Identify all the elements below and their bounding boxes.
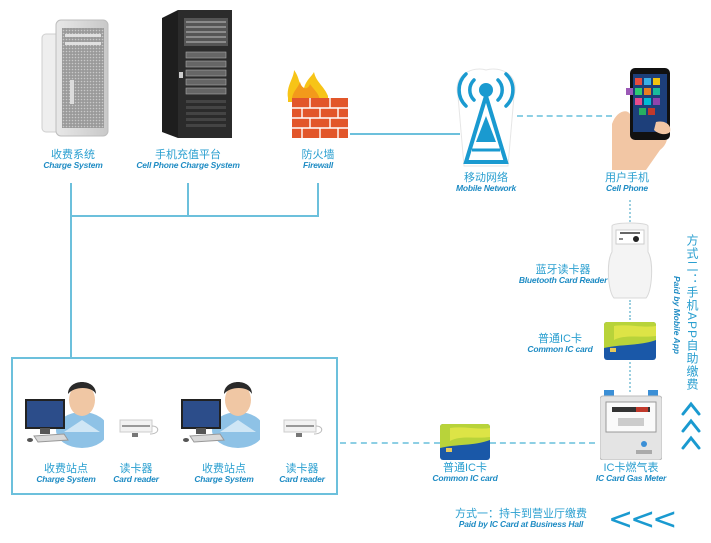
label-ic-card-bottom: 普通IC卡 Common IC card (420, 462, 510, 483)
connector-backbone (70, 215, 319, 217)
connector-phone-reader (629, 200, 631, 222)
label-cn: 读卡器 (119, 463, 153, 475)
label-cn: 用户手机 (605, 172, 649, 184)
label-en: Cell Phone Charge System (136, 160, 240, 171)
label-cn: 普通IC卡 (443, 462, 487, 474)
label-cn: 蓝牙读卡器 (535, 264, 591, 276)
label-ic-card-right: 普通IC卡 Common IC card (520, 333, 600, 354)
method-one-label: 方式一：持卡到营业厅缴费 Paid by IC Card at Business… (446, 508, 596, 529)
label-en: Charge System (194, 474, 254, 485)
firewall-icon (284, 68, 350, 140)
label-cn: 防火墙 (301, 149, 335, 161)
method-one-cn: 方式一：持卡到营业厅缴费 (455, 508, 587, 520)
label-en: Mobile Network (455, 183, 516, 194)
label-en: IC Card Gas Meter (595, 473, 667, 484)
label-cn: 手机充值平台 (155, 149, 221, 161)
business-hall-box (11, 357, 338, 495)
label-reader-2: 读卡器 Card reader (272, 463, 332, 484)
card-reader-icon (282, 416, 326, 440)
chevrons-up-icon (680, 400, 702, 461)
label-cn: IC卡燃气表 (603, 462, 659, 474)
smartphone-icon (606, 64, 676, 170)
label-cn: 收费站点 (202, 463, 246, 475)
bluetooth-reader-icon (606, 222, 654, 300)
label-en: Cell Phone (606, 183, 648, 194)
label-en: Common IC card (527, 344, 593, 355)
operator-workstation-icon (180, 370, 264, 448)
connector-card-meter (629, 362, 631, 392)
operator-workstation-icon (24, 370, 108, 448)
method-two-en: Paid by Mobile App (672, 276, 682, 355)
connector-card-meter-h (490, 442, 595, 444)
connector-charge-system (70, 183, 72, 358)
server-rack-icon (158, 8, 234, 140)
label-mobile-network: 移动网络 Mobile Network (440, 172, 532, 193)
connector-network-phone (517, 115, 612, 117)
label-bluetooth-reader: 蓝牙读卡器 Bluetooth Card Reader (510, 264, 616, 285)
label-charge-system: 收费系统 Charge System (28, 149, 118, 170)
cell-tower-icon (448, 66, 524, 170)
label-gas-meter: IC卡燃气表 IC Card Gas Meter (586, 462, 676, 483)
label-cn: 普通IC卡 (538, 333, 582, 345)
label-phone-platform: 手机充值平台 Cell Phone Charge System (118, 149, 258, 170)
gas-meter-icon (599, 390, 663, 461)
label-en: Firewall (302, 160, 334, 171)
connector-firewall-network (350, 133, 460, 135)
label-cn: 收费系统 (51, 149, 95, 161)
label-en: Charge System (36, 474, 96, 485)
label-cn: 移动网络 (464, 172, 508, 184)
connector-reader-card (629, 300, 631, 320)
card-reader-icon (118, 416, 162, 440)
label-cn: 读卡器 (285, 463, 319, 475)
label-en: Card reader (279, 474, 325, 485)
method-one-en: Paid by IC Card at Business Hall (458, 519, 584, 530)
label-cn: 收费站点 (44, 463, 88, 475)
label-firewall: 防火墙 Firewall (288, 149, 348, 170)
label-en: Card reader (113, 474, 159, 485)
ic-card-icon (440, 424, 490, 460)
label-reader-1: 读卡器 Card reader (106, 463, 166, 484)
connector-phone-platform (187, 183, 189, 216)
label-en: Charge System (43, 160, 103, 171)
label-cell-phone: 用户手机 Cell Phone (592, 172, 662, 193)
connector-firewall (317, 183, 319, 216)
connector-box-card (340, 442, 440, 444)
chevrons-left-icon: <<< (608, 502, 677, 537)
method-two-cn: 方式二：手机APP自助缴费 (685, 234, 699, 392)
label-en: Bluetooth Card Reader (518, 275, 608, 286)
server-tower-icon (38, 14, 110, 138)
label-station-1: 收费站点 Charge System (26, 463, 106, 484)
ic-card-icon (604, 322, 656, 360)
label-en: Common IC card (432, 473, 498, 484)
label-station-2: 收费站点 Charge System (184, 463, 264, 484)
